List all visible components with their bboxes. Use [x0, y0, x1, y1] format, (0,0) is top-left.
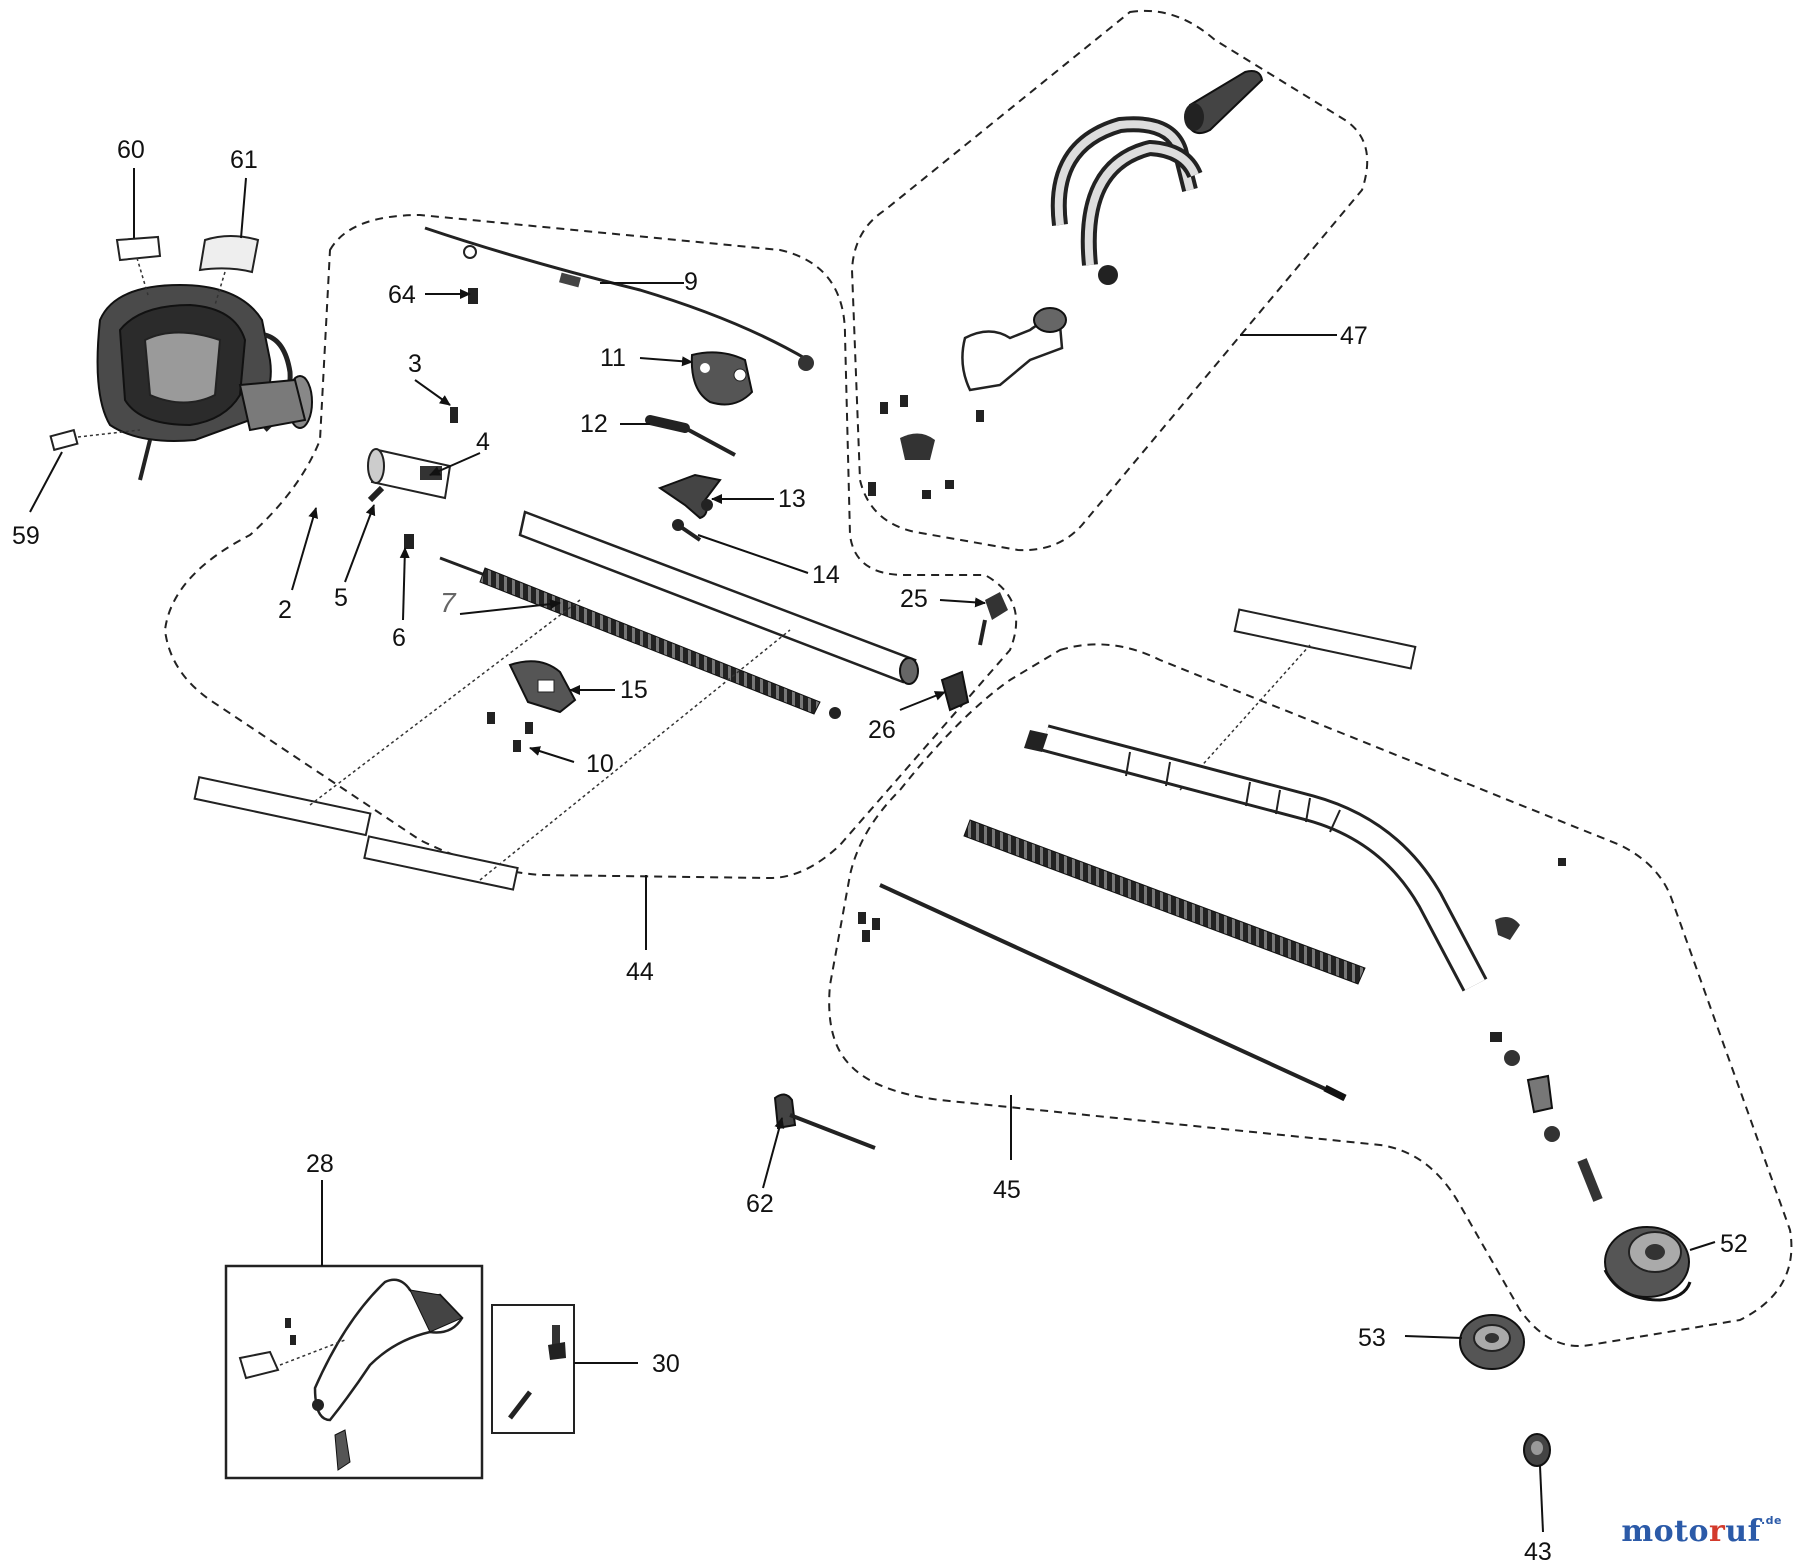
leader-59	[29, 451, 63, 513]
part-5-spring	[367, 485, 385, 503]
label-25: 25	[900, 585, 928, 613]
label-5: 5	[334, 584, 348, 612]
label-3: 3	[408, 350, 422, 378]
engine-assembly	[96, 283, 313, 481]
part-47-handle-bracket	[961, 307, 1067, 392]
part-26-bracket	[940, 670, 970, 712]
label-45: 45	[993, 1176, 1021, 1204]
part-25-bolt-knob	[978, 592, 1008, 646]
part-13-trigger	[657, 473, 722, 520]
label-60: 60	[117, 136, 145, 164]
label-14: 14	[812, 561, 840, 589]
label-30: 30	[652, 1350, 680, 1378]
label-26: 26	[868, 716, 896, 744]
part-64-screw	[468, 288, 478, 304]
part-53-spool-cap	[1459, 1314, 1525, 1370]
label-64: 64	[388, 281, 416, 309]
part-44-drive-tube	[518, 510, 919, 685]
label-13: 13	[778, 485, 806, 513]
part-43-nut	[1523, 1433, 1551, 1467]
label-43: 43	[1524, 1538, 1552, 1563]
part-15-clamp	[508, 660, 577, 714]
part-59-cap	[49, 428, 79, 452]
part-9-throttle-cable	[424, 226, 814, 371]
part-45-drive-shaft-ribbed	[963, 819, 1366, 985]
decal-44b	[363, 835, 519, 891]
label-11: 11	[600, 344, 626, 372]
part-7-drive-shaft	[439, 556, 841, 719]
part-30-hardware	[508, 1325, 566, 1420]
part-45-drive-cable	[879, 883, 1347, 1102]
part-45-small-parts	[858, 858, 1603, 1202]
part-6-clip	[404, 534, 414, 549]
watermark-logo: motoruf.de	[1621, 1514, 1782, 1549]
group-outline-44	[163, 213, 1018, 880]
part-47-small-parts	[868, 395, 984, 499]
part-52-gear-head	[1603, 1226, 1692, 1302]
label-6: 6	[392, 624, 406, 652]
part-47-loop-handle	[1050, 116, 1203, 285]
part-14-cable-end	[672, 519, 702, 542]
part-10-screws	[487, 712, 533, 752]
label-44: 44	[626, 958, 654, 986]
decal-45	[1233, 608, 1417, 670]
label-47: 47	[1340, 322, 1368, 350]
label-12: 12	[580, 410, 608, 438]
leader-61	[240, 177, 247, 239]
hardware-kit-30-box	[491, 1304, 575, 1434]
label-4: 4	[476, 428, 490, 456]
part-11-throttle-housing	[690, 351, 754, 406]
part-28-guard	[238, 1278, 464, 1471]
label-9: 9	[684, 268, 698, 296]
decal-44a	[193, 775, 372, 837]
leader-lines	[291, 282, 1716, 1533]
label-53: 53	[1358, 1324, 1386, 1352]
label-7: 7	[440, 587, 457, 618]
part-labels: 60 61 59 64 9 3 4 11 12 13 14 2 5 6 7 25…	[12, 136, 1748, 1563]
label-62: 62	[746, 1190, 774, 1218]
part-62-bolt	[773, 1093, 876, 1150]
group-outline-47	[850, 9, 1369, 552]
label-61: 61	[230, 146, 258, 174]
label-59: 59	[12, 522, 40, 550]
label-2: 2	[278, 596, 292, 624]
part-45-bent-tube	[1024, 724, 1488, 992]
label-10: 10	[586, 750, 614, 778]
label-15: 15	[620, 676, 648, 704]
label-52: 52	[1720, 1230, 1748, 1258]
part-3-screw	[450, 407, 458, 423]
part-61-decal	[198, 235, 260, 274]
part-47-handle-grip	[1184, 70, 1264, 135]
part-60-label-plate	[115, 235, 162, 262]
part-12-switch	[645, 415, 736, 457]
group-outline-45	[828, 643, 1793, 1347]
label-28: 28	[306, 1150, 334, 1178]
